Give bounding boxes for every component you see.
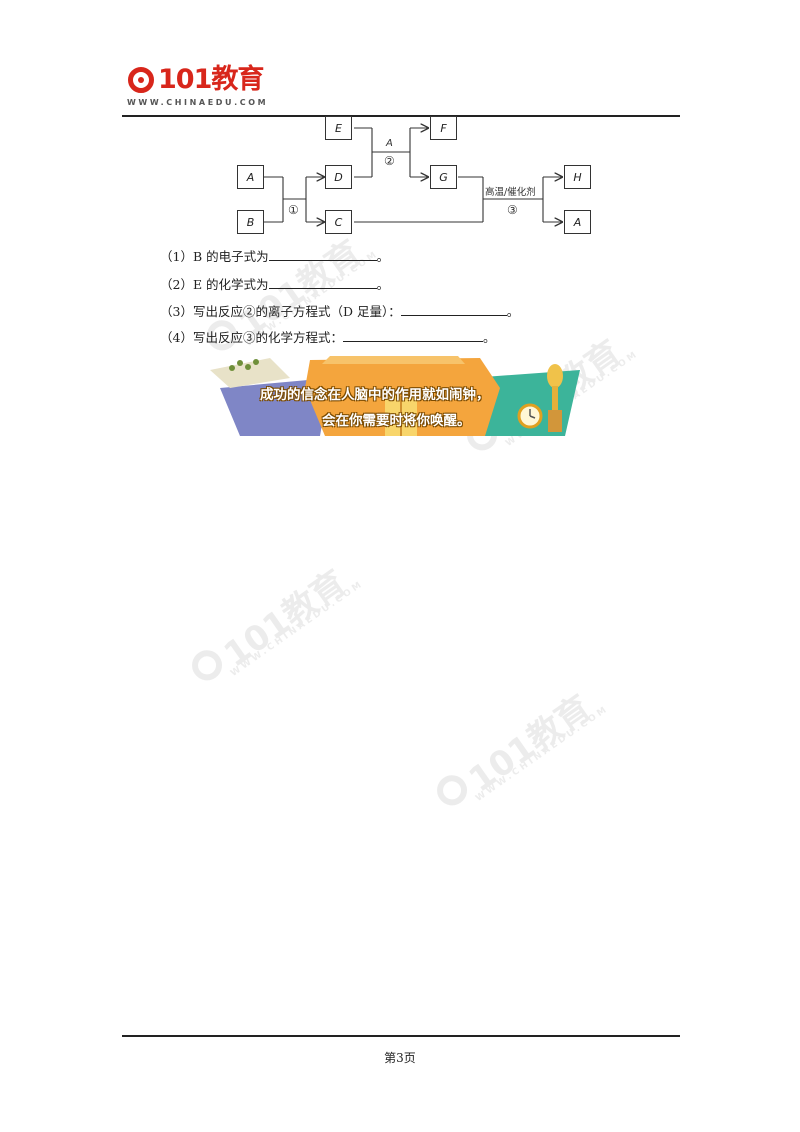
reaction-1-label: ① [288,203,299,217]
answer-blank [268,248,377,261]
footer-rule [122,1035,680,1037]
node-d: D [325,165,352,189]
answer-blank [268,276,377,289]
node-e: E [325,116,352,140]
node-h: H [564,165,591,189]
logo: 101教育 WWW.CHINAEDU.COM [125,62,269,112]
question-2: （2）E 的化学式为。 [160,276,390,292]
logo-ring-icon [128,67,154,93]
question-4: （4）写出反应③的化学方程式：。 [160,329,496,345]
banner-line-1: 成功的信念在人脑中的作用就如闹钟， [260,387,490,403]
banner-line-2: 会在你需要时将你唤醒。 [322,413,471,429]
page-number: 第3页 [384,1051,416,1065]
condition-label: 高温/催化剂 [485,187,536,198]
answer-blank [400,303,507,316]
reaction-2-label: ② [384,154,395,168]
node-a: A [237,165,264,189]
node-c: C [325,210,352,234]
banner-illustration [210,356,580,436]
question-3: （3）写出反应②的离子方程式（D 足量）：。 [160,303,520,319]
diagram-lines [264,0,800,240]
logo-subtitle: WWW.CHINAEDU.COM [127,98,269,107]
node-a-product: A [564,210,591,234]
logo-text: 101教育 [158,64,264,95]
reactant-a-label: A [386,138,393,149]
node-g: G [430,165,457,189]
reaction-diagram: A B D C E F G H A ① A ② 高温/催化剂 ③ [0,0,800,240]
question-1: （1）B 的电子式为。 [160,248,390,264]
header-rule [122,115,680,117]
node-b: B [237,210,264,234]
motivational-banner: 成功的信念在人脑中的作用就如闹钟， 会在你需要时将你唤醒。 [210,348,596,436]
reaction-3-label: ③ [507,203,518,217]
node-f: F [430,116,457,140]
answer-blank [342,329,483,342]
